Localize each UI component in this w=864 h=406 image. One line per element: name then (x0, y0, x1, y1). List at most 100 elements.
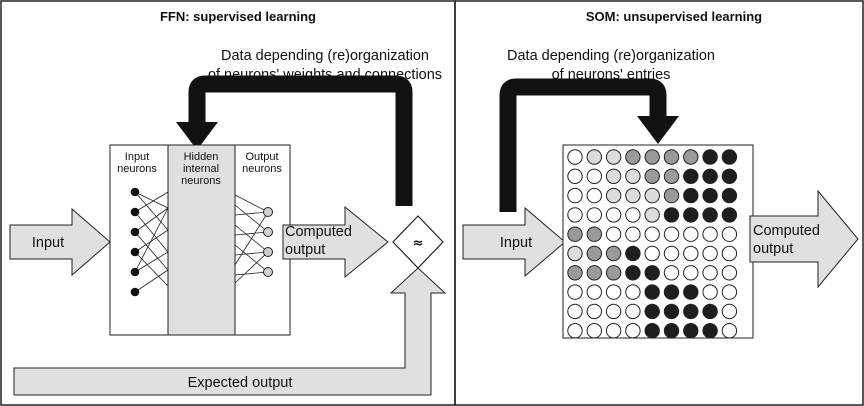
ffn-computed-label-2: output (285, 242, 325, 258)
ffn-output-connections (234, 194, 269, 284)
som-neuron (605, 226, 622, 242)
som-neuron (721, 207, 738, 223)
som-neuron (567, 323, 583, 339)
ffn-output-neuron (263, 247, 273, 257)
ffn-output-neuron (263, 227, 273, 237)
som-neuron (586, 149, 602, 165)
som-neuron (663, 187, 680, 204)
som-neuron (605, 245, 622, 262)
som-neuron (663, 245, 680, 262)
som-neuron (721, 323, 738, 339)
som-neuron (605, 187, 622, 204)
som-title: SOM: unsupervised learning (586, 9, 762, 24)
som-neuron (721, 303, 738, 320)
ffn-hidden-label-2: internal (183, 163, 219, 175)
som-neuron (683, 149, 699, 165)
som-neuron (605, 323, 622, 339)
ffn-computed-label-1: Computed (285, 224, 352, 240)
som-neuron (625, 187, 641, 204)
som-neuron-grid (567, 149, 738, 339)
som-neuron (586, 168, 602, 185)
som-neuron (702, 226, 718, 242)
som-feedback-arrow (499, 78, 667, 212)
som-neuron (605, 168, 622, 185)
som-neuron (683, 284, 699, 300)
som-neuron (567, 149, 583, 165)
som-neuron (567, 168, 583, 185)
som-neuron (625, 323, 641, 339)
ffn-input-neurons-label-2: neurons (117, 163, 157, 175)
ffn-input-label: Input (32, 235, 64, 251)
ffn-output-neuron (263, 267, 273, 277)
som-neuron (683, 226, 699, 242)
som-neuron (702, 245, 718, 262)
som-neuron (567, 207, 583, 223)
som-neuron (605, 207, 622, 223)
som-neuron (625, 207, 641, 223)
som-neuron (644, 168, 660, 185)
som-neuron (721, 226, 738, 242)
ffn-hidden-label-3: neurons (181, 175, 221, 187)
som-neuron (663, 149, 680, 165)
ffn-input-neuron (130, 207, 140, 217)
som-neuron (644, 207, 660, 223)
som-neuron (683, 245, 699, 262)
som-neuron (625, 149, 641, 165)
som-neuron (683, 303, 699, 320)
som-neuron (567, 226, 583, 242)
som-neuron (721, 265, 738, 281)
ffn-output-neuron (263, 207, 273, 217)
ffn-output-neurons (263, 207, 273, 277)
ffn-input-neurons-label-1: Input (125, 151, 149, 163)
som-neuron (721, 245, 738, 262)
som-neuron (683, 187, 699, 204)
ffn-expected-output-arrow (13, 267, 447, 396)
som-neuron (625, 265, 641, 281)
som-neuron (683, 323, 699, 339)
som-neuron (586, 187, 602, 204)
som-neuron (644, 187, 660, 204)
som-computed-output-arrow (749, 189, 859, 289)
som-neuron (567, 303, 583, 320)
ffn-input-neuron (130, 287, 140, 297)
som-neuron (663, 168, 680, 185)
som-neuron (586, 207, 602, 223)
som-neuron (644, 226, 660, 242)
ffn-feedback-arrowhead (176, 122, 218, 150)
som-feedback-text-1: Data depending (re)organization (507, 48, 715, 64)
som-neuron (663, 303, 680, 320)
som-neuron (702, 168, 718, 185)
som-neuron (702, 303, 718, 320)
som-neuron (586, 323, 602, 339)
som-neuron (625, 284, 641, 300)
som-neuron (721, 168, 738, 185)
som-neuron (605, 265, 622, 281)
som-neuron (567, 284, 583, 300)
som-neuron (683, 168, 699, 185)
som-neuron (605, 284, 622, 300)
ffn-input-neurons (130, 187, 140, 297)
ffn-comparator (392, 215, 444, 269)
som-neuron (644, 245, 660, 262)
som-neuron (625, 303, 641, 320)
som-neuron (683, 265, 699, 281)
ffn-feedback-arrow (188, 75, 413, 206)
som-input-label: Input (500, 235, 532, 251)
som-neuron (663, 265, 680, 281)
som-neuron (586, 226, 602, 242)
som-neuron (702, 187, 718, 204)
som-neuron (663, 323, 680, 339)
som-neuron (683, 207, 699, 223)
ffn-computed-output-arrow (282, 205, 389, 279)
som-neuron (625, 226, 641, 242)
som-neuron (663, 207, 680, 223)
ffn-hidden-layer (167, 144, 236, 336)
som-neuron (644, 284, 660, 300)
som-neuron (721, 284, 738, 300)
som-neuron (721, 187, 738, 204)
ffn-output-neurons-label-1: Output (245, 151, 278, 163)
som-neuron (702, 207, 718, 223)
som-feedback-arrowhead (637, 116, 679, 144)
som-neuron (625, 168, 641, 185)
som-neuron (586, 284, 602, 300)
